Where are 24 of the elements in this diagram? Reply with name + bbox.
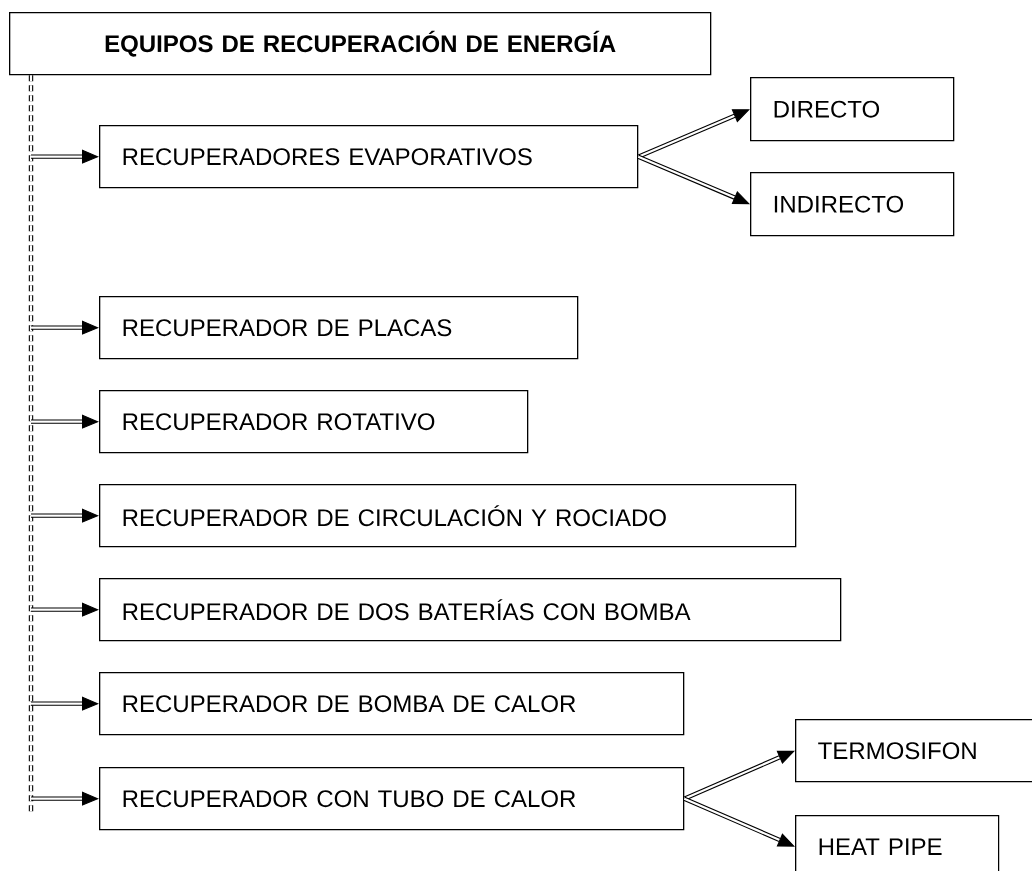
arrow <box>637 154 750 205</box>
process-box: RECUPERADOR DE PLACAS <box>99 296 579 360</box>
process-box: DIRECTO <box>750 77 955 142</box>
process-box: RECUPERADOR DE BOMBA DE CALOR <box>99 672 685 736</box>
arrow <box>31 791 99 806</box>
arrow <box>31 508 99 523</box>
process-box: RECUPERADOR ROTATIVO <box>99 390 529 454</box>
process-box: RECUPERADOR CON TUBO DE CALOR <box>99 767 685 831</box>
arrow <box>31 414 99 429</box>
arrow <box>31 696 99 711</box>
process-box: RECUPERADORES EVAPORATIVOS <box>99 125 639 189</box>
arrow <box>637 109 750 159</box>
arrow <box>683 796 795 847</box>
process-box: RECUPERADOR DE CIRCULACIÓN Y ROCIADO <box>99 484 797 548</box>
arrow <box>31 320 99 335</box>
process-box: RECUPERADOR DE DOS BATERÍAS CON BOMBA <box>99 578 842 642</box>
title-box: EQUIPOS DE RECUPERACIÓN DE ENERGÍA <box>9 12 712 76</box>
arrow <box>31 602 99 617</box>
process-box: HEAT PIPE <box>795 815 1000 871</box>
dashed-line <box>28 75 34 814</box>
arrow <box>31 149 99 164</box>
process-box: INDIRECTO <box>750 172 955 237</box>
process-box: TERMOSIFON <box>795 719 1032 783</box>
arrow <box>683 750 795 801</box>
